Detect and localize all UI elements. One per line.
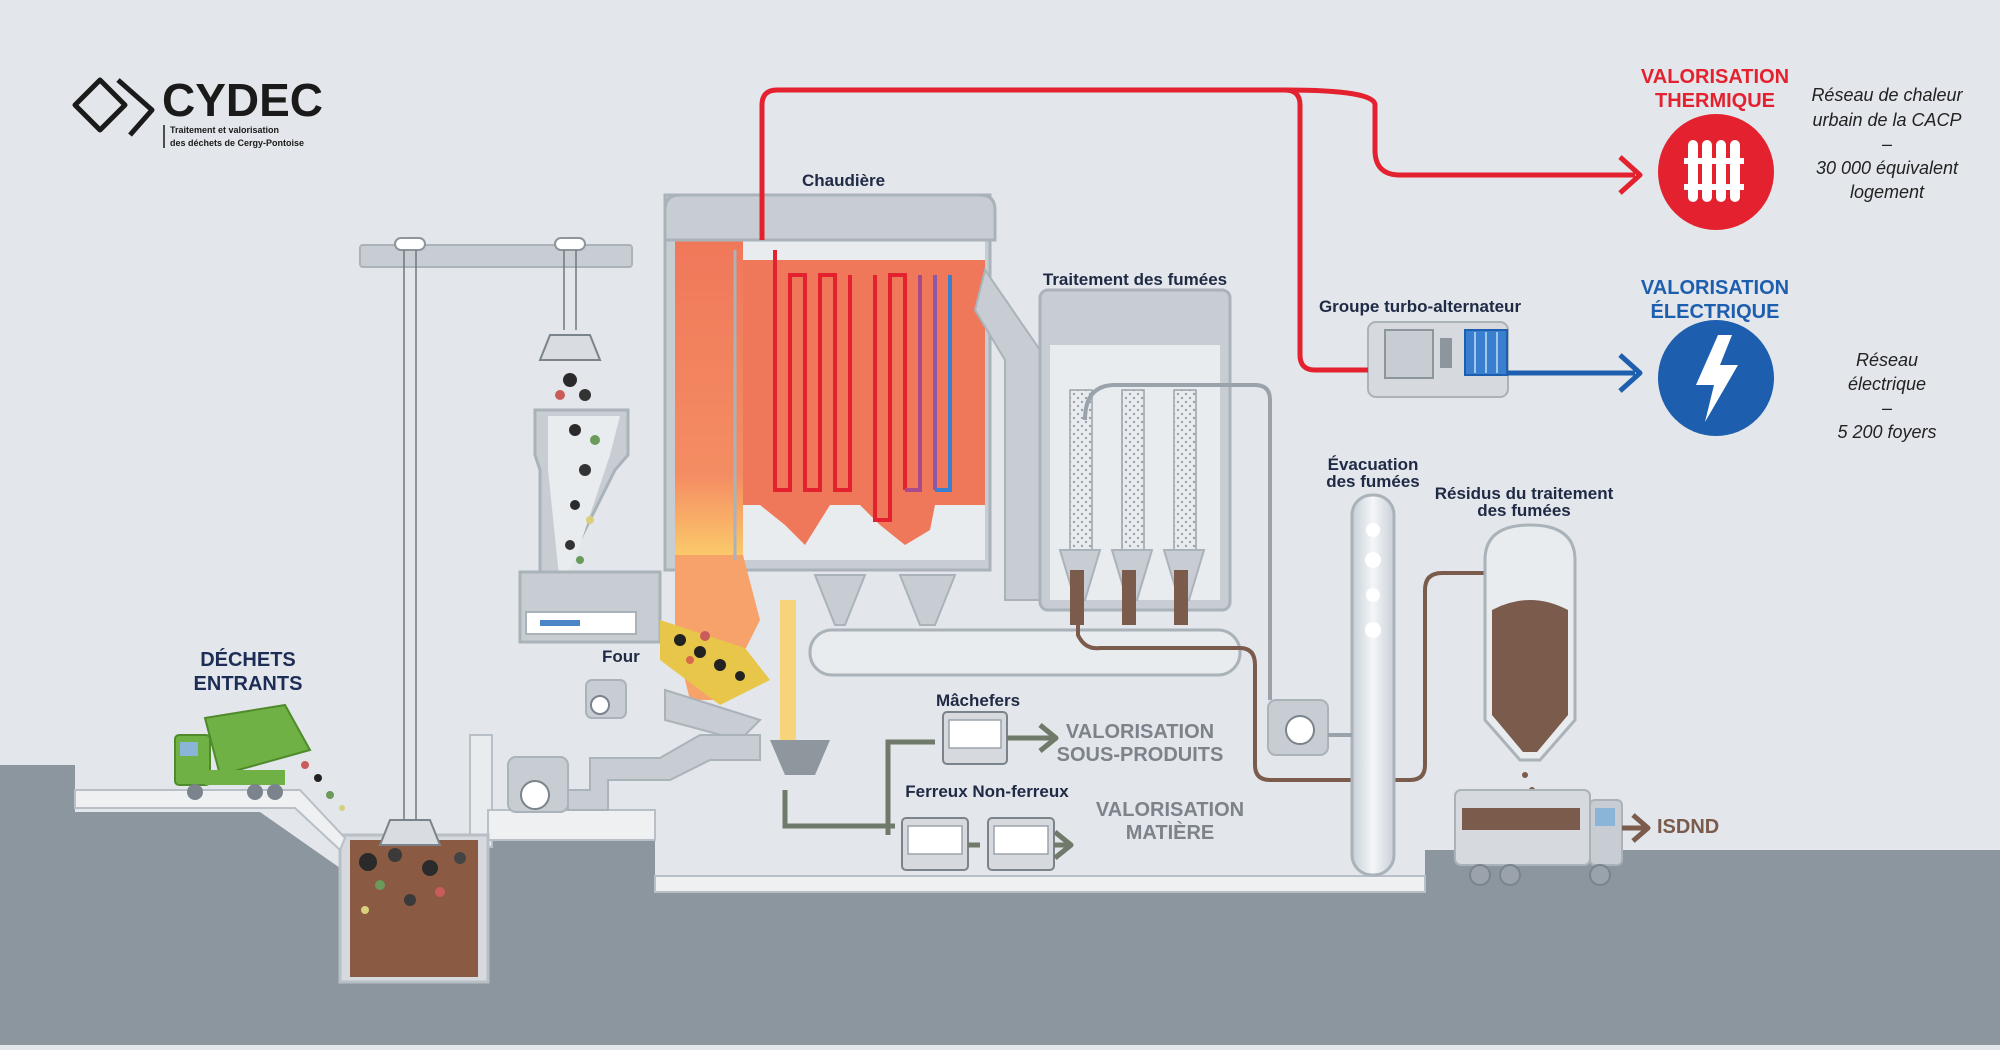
sous-produits-1: VALORISATION	[1066, 721, 1214, 743]
logo-tagline-1: Traitement et valorisation	[170, 125, 279, 135]
air-duct	[567, 734, 761, 811]
fan-small	[585, 679, 627, 719]
ash-conveyor	[808, 628, 1242, 677]
electrique-1: VALORISATION	[1641, 277, 1789, 299]
truck-ramp	[74, 789, 347, 852]
label-isdnd: ISDND	[1657, 816, 1719, 838]
logo-mark-icon	[72, 77, 155, 137]
note-thermique-5: logement	[1850, 182, 1925, 202]
note-electrique-2: électrique	[1848, 374, 1926, 394]
bottom-ash-bin	[770, 600, 830, 775]
matiere-1: VALORISATION	[1096, 799, 1244, 821]
chimney	[1328, 493, 1396, 877]
note-electrique-4: 5 200 foyers	[1837, 422, 1936, 442]
waste-pit	[338, 833, 490, 984]
heat-arrow	[1618, 155, 1643, 195]
cydec-logo: CYDEC Traitement et valorisation des déc…	[72, 74, 323, 148]
logo-name: CYDEC	[162, 74, 323, 126]
residue-silo	[1483, 523, 1577, 803]
plant-floor-edge	[654, 875, 1426, 893]
label-dechets-2: ENTRANTS	[194, 673, 303, 695]
treatment-loop	[1083, 383, 1272, 700]
label-four: Four	[602, 647, 640, 666]
note-electrique-1: Réseau	[1856, 350, 1918, 370]
residue-flue-line	[1076, 571, 1500, 782]
label-machefers: Mâchefers	[936, 691, 1020, 710]
label-evacuation-1: Évacuation	[1328, 455, 1419, 474]
turbo-alternator	[1367, 321, 1509, 398]
logo-tagline-2: des déchets de Cergy-Pontoise	[170, 138, 304, 148]
heat-line	[1284, 87, 1635, 178]
ground	[0, 765, 340, 1045]
gray-flow-lines	[782, 735, 1070, 848]
fan-right	[1267, 699, 1329, 756]
sous-produits-2: SOUS-PRODUITS	[1057, 744, 1224, 766]
radiator-icon	[1658, 114, 1774, 230]
ferreux-box-2	[987, 817, 1055, 871]
label-turbo: Groupe turbo-alternateur	[1319, 297, 1522, 316]
label-dechets-1: DÉCHETS	[200, 648, 296, 671]
thermique-2: THERMIQUE	[1655, 90, 1775, 112]
electrique-2: ÉLECTRIQUE	[1651, 300, 1780, 323]
fan-left	[507, 756, 569, 813]
feed-hopper	[518, 373, 662, 644]
label-traitement: Traitement des fumées	[1043, 270, 1227, 289]
note-thermique-2: urbain de la CACP	[1812, 110, 1961, 130]
ground-right	[340, 840, 2000, 1045]
electric-arrow	[1618, 353, 1643, 393]
note-electrique-3: –	[1881, 398, 1893, 418]
steam-line	[759, 87, 1368, 373]
crane	[359, 237, 633, 846]
note-thermique-3: –	[1881, 134, 1893, 154]
matiere-2: MATIÈRE	[1126, 821, 1215, 844]
isdnd-arrow	[1622, 813, 1651, 843]
label-residus-1: Résidus du traitement	[1435, 484, 1614, 503]
label-chaudiere: Chaudière	[802, 171, 885, 190]
residue-truck	[1454, 789, 1623, 886]
note-thermique-4: 30 000 équivalent	[1816, 158, 1959, 178]
boiler-hoppers	[813, 574, 957, 626]
machefers-box	[942, 711, 1008, 765]
label-evacuation-2: des fumées	[1326, 472, 1420, 491]
note-thermique-1: Réseau de chaleur	[1811, 85, 1963, 105]
waste-truck	[174, 703, 345, 811]
boiler-tubes	[773, 250, 952, 522]
label-residus-2: des fumées	[1477, 501, 1571, 520]
hall-platform	[487, 809, 656, 841]
boiler-roof	[663, 193, 997, 242]
flue-gas-treatment	[1038, 288, 1232, 625]
ferreux-box-1	[901, 817, 969, 871]
thermique-1: VALORISATION	[1641, 66, 1789, 88]
gray-arrows	[1038, 723, 1074, 860]
label-ferreux: Ferreux Non-ferreux	[905, 782, 1069, 801]
lightning-bolt-icon	[1658, 320, 1774, 436]
